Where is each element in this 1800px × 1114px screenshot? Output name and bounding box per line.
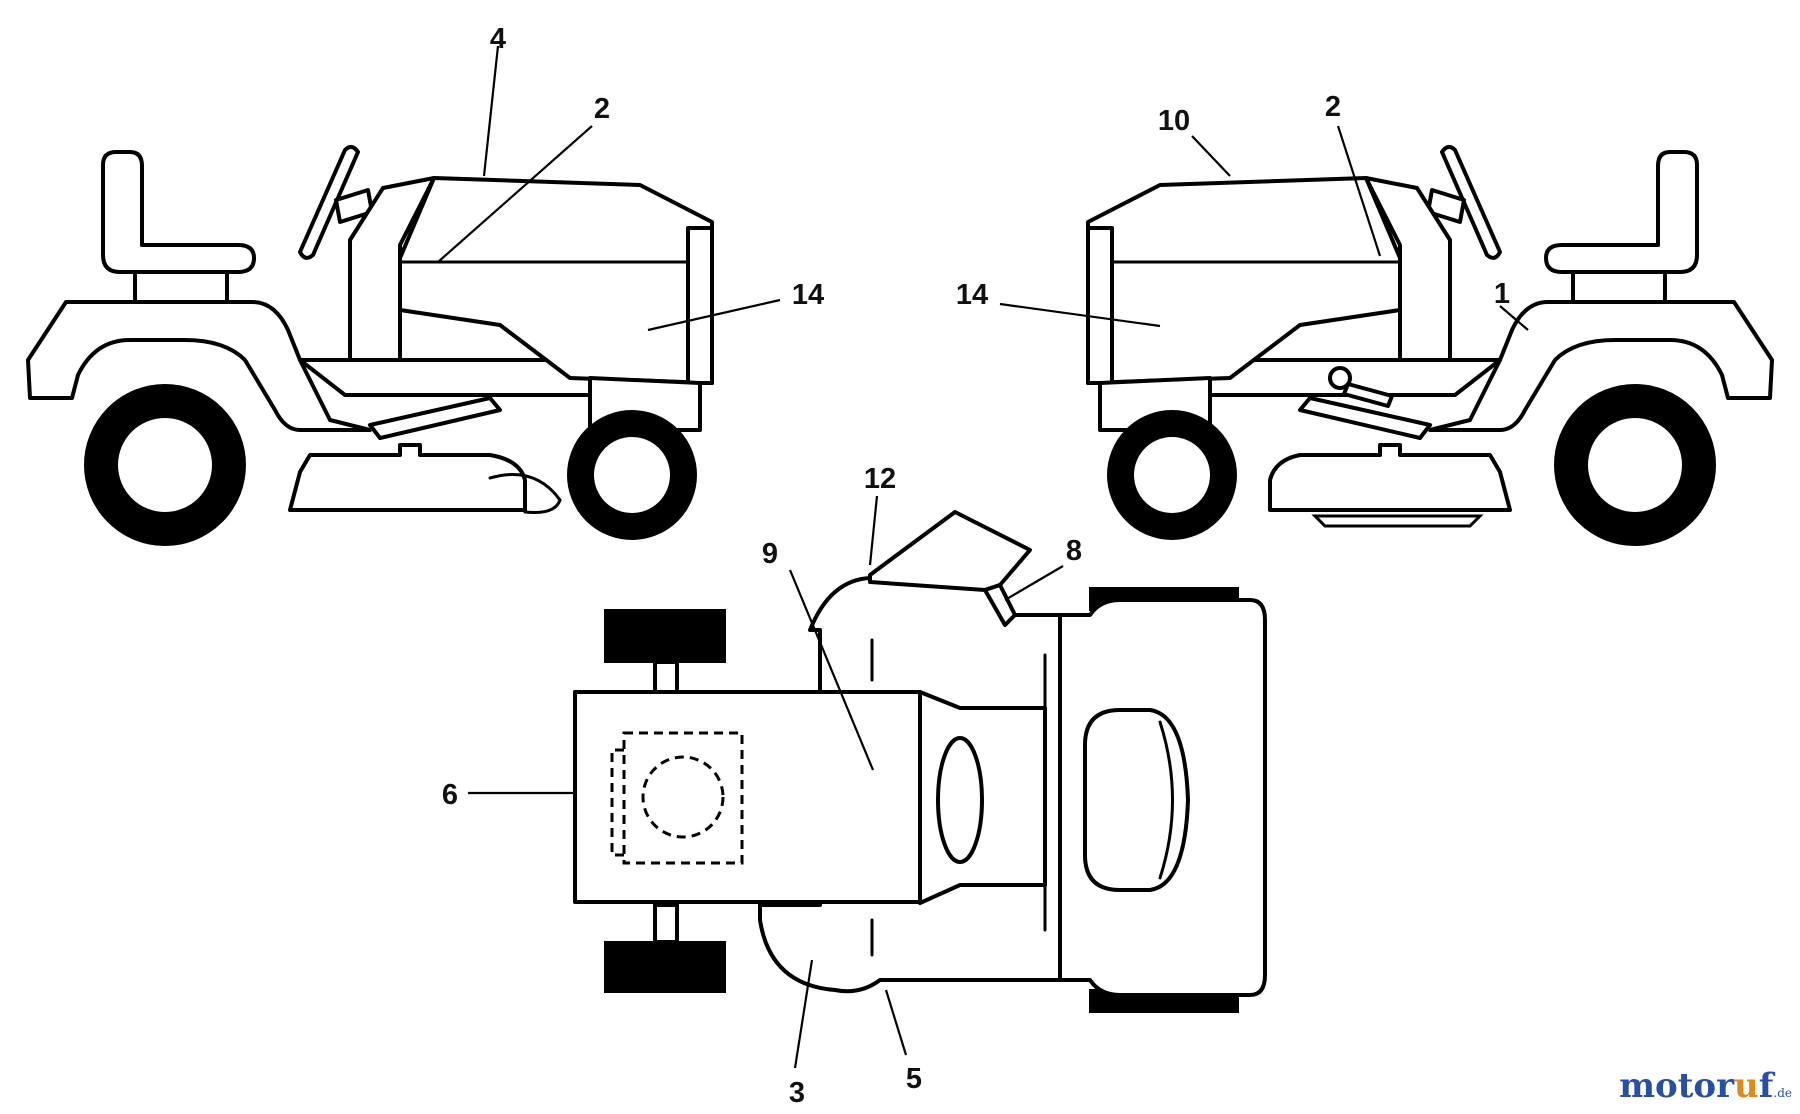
callout-12-top: 12 bbox=[864, 463, 896, 495]
hood-right bbox=[1086, 176, 1402, 385]
lift-lever-right bbox=[1298, 396, 1432, 440]
lever-handle bbox=[1342, 382, 1394, 408]
callout-4-left: 4 bbox=[490, 23, 506, 55]
chute-deflector bbox=[983, 583, 1017, 627]
watermark-tld: .de bbox=[1773, 1086, 1792, 1100]
lever-knob bbox=[1328, 366, 1352, 390]
seat-base-right bbox=[1571, 270, 1667, 304]
lift-lever bbox=[368, 396, 502, 440]
callout-2-right: 2 bbox=[1325, 91, 1341, 123]
front-tire-top-upper bbox=[604, 609, 726, 663]
steering-wheel-right bbox=[1440, 145, 1502, 260]
front-hub-left bbox=[594, 437, 670, 513]
watermark-tail: f bbox=[1758, 1066, 1774, 1106]
rear-fender-right bbox=[1428, 300, 1774, 432]
engine-outline bbox=[622, 731, 744, 865]
seat-back bbox=[101, 150, 256, 274]
seat-base bbox=[133, 270, 229, 304]
axle-stub-lower bbox=[653, 903, 679, 944]
callout-10-right: 10 bbox=[1158, 105, 1190, 137]
callout-14-left: 14 bbox=[792, 279, 824, 311]
grille bbox=[686, 226, 714, 385]
mower-deck-right bbox=[1268, 443, 1512, 512]
callout-14-right: 14 bbox=[956, 279, 988, 311]
rear-hub-left bbox=[118, 418, 212, 512]
watermark-accent: u bbox=[1734, 1066, 1759, 1106]
seat-back-right bbox=[1544, 150, 1699, 274]
front-tire-top-lower bbox=[604, 941, 726, 993]
callout-6-top: 6 bbox=[442, 779, 458, 811]
rear-fender bbox=[26, 300, 372, 432]
callout-2-left: 2 bbox=[594, 93, 610, 125]
steering-wheel-top bbox=[936, 736, 984, 864]
front-hub-right bbox=[1134, 437, 1210, 513]
seat-top bbox=[1083, 708, 1190, 892]
tractor-right-side-view bbox=[999, 125, 1774, 546]
rear-hub-right bbox=[1588, 418, 1682, 512]
callout-8-top: 8 bbox=[1066, 535, 1082, 567]
callout-3-top: 3 bbox=[789, 1077, 805, 1109]
tractor-top-view bbox=[468, 495, 1267, 1069]
grille-right bbox=[1086, 226, 1114, 385]
air-filter-outline bbox=[641, 755, 725, 839]
hood-top bbox=[573, 690, 922, 904]
callout-1-right: 1 bbox=[1494, 278, 1510, 310]
watermark-main: motor bbox=[1619, 1066, 1735, 1106]
callout-9-top: 9 bbox=[762, 538, 778, 570]
tractor-left-side-view bbox=[26, 45, 781, 546]
motoruf-watermark-logo: motoruf.de bbox=[1619, 1066, 1792, 1106]
hood bbox=[398, 176, 714, 385]
callout-5-top: 5 bbox=[906, 1063, 922, 1095]
steering-wheel bbox=[298, 145, 360, 260]
discharge-chute bbox=[868, 510, 1032, 592]
mower-deck bbox=[288, 443, 527, 512]
